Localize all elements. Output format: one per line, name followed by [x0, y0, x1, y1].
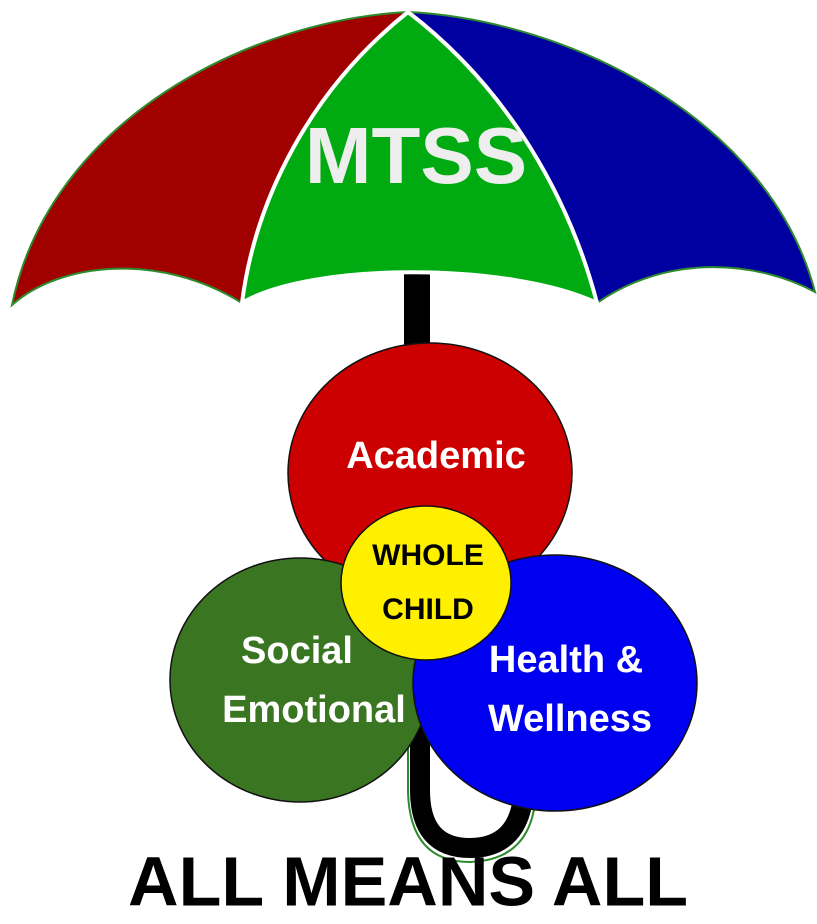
umbrella-title: MTSS — [305, 111, 527, 200]
health-label: Health & — [489, 639, 643, 681]
whole-child-circle — [340, 505, 512, 661]
umbrella-center-panel — [239, 9, 601, 307]
tagline: ALL MEANS ALL — [128, 842, 688, 920]
wellness-label: Wellness — [488, 698, 652, 740]
child-label: CHILD — [382, 593, 474, 626]
whole-label: WHOLE — [372, 539, 484, 572]
umbrella-hook — [410, 690, 534, 859]
academic-label: Academic — [346, 435, 526, 477]
social-label: Social — [241, 630, 353, 672]
umbrella-hook-outline — [407, 700, 537, 864]
emotional-label: Emotional — [222, 689, 406, 731]
